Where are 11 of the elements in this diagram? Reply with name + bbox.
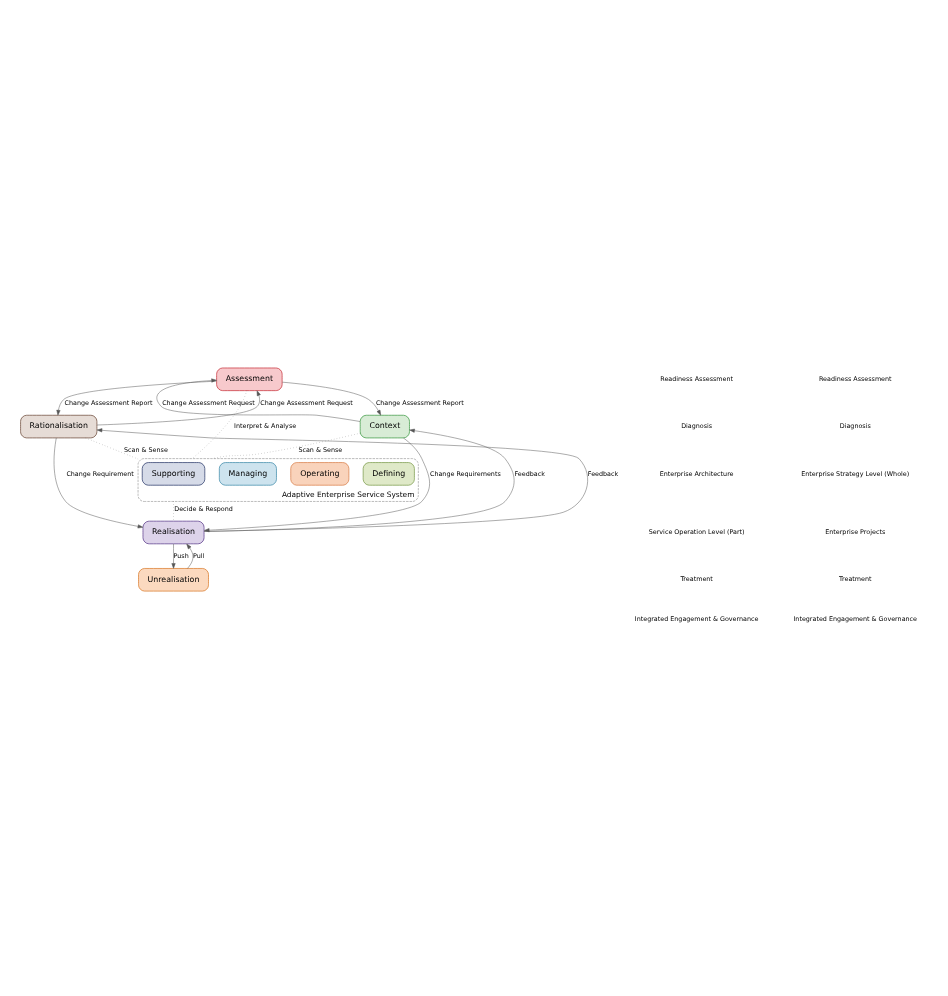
arrow — [53, 436, 144, 528]
arrow — [96, 427, 588, 531]
arrow — [203, 427, 515, 531]
arrow — [96, 389, 261, 425]
arrow — [281, 380, 381, 415]
arrow — [56, 379, 217, 415]
connector — [191, 389, 247, 458]
arrow — [186, 542, 194, 568]
arrow — [171, 542, 176, 568]
arrow — [204, 436, 430, 532]
arrow — [156, 377, 361, 421]
